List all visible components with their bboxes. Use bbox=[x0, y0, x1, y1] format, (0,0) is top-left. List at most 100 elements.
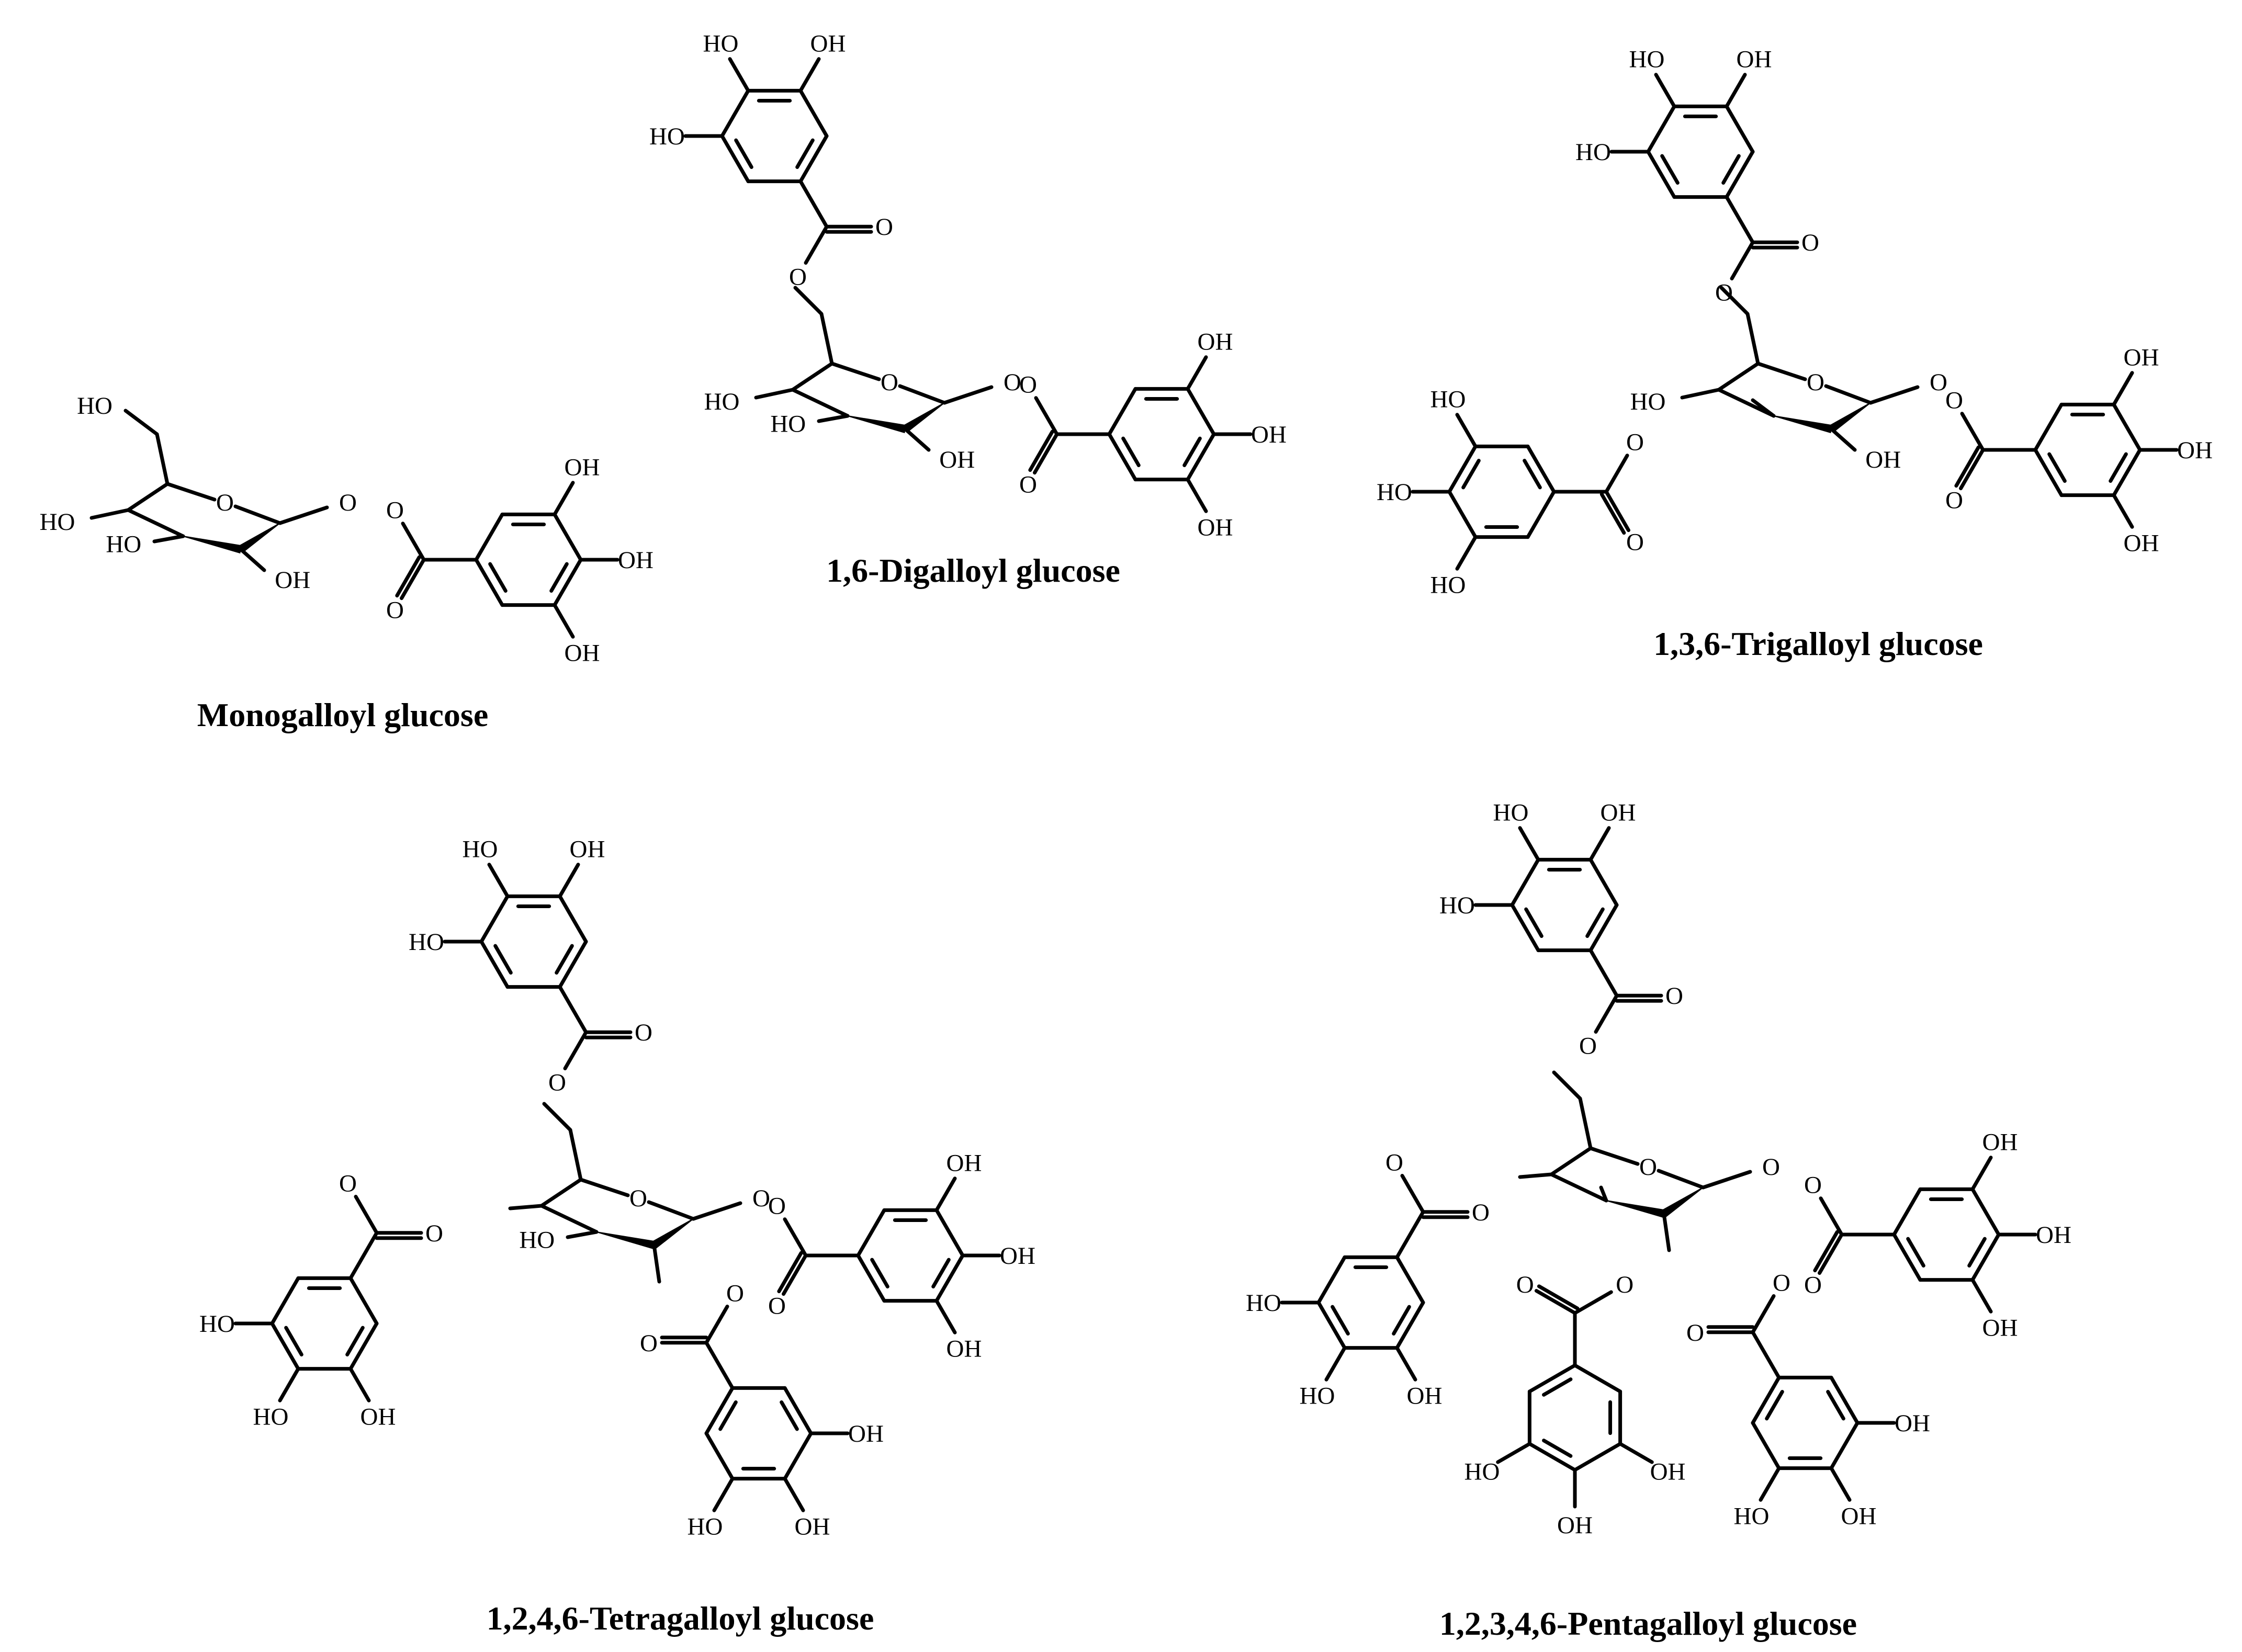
ring-bond bbox=[348, 1321, 379, 1371]
hydroxyl-label: OH bbox=[618, 547, 654, 574]
aromatic-double-bond bbox=[1721, 154, 1741, 185]
ring-bond bbox=[1892, 1232, 1922, 1282]
hydroxyl-bond bbox=[934, 1299, 957, 1334]
ring-bond bbox=[1526, 490, 1556, 539]
hydroxyl-bond bbox=[2112, 371, 2134, 406]
ring-bond bbox=[1186, 387, 1216, 436]
carbonyl-bond bbox=[400, 558, 426, 601]
hydroxyl-bond bbox=[1680, 388, 1721, 400]
hydroxyl-label: HO bbox=[703, 30, 739, 57]
wedge-bond bbox=[1606, 1200, 1665, 1218]
ring-bond bbox=[704, 1431, 735, 1481]
ester-bond bbox=[1604, 454, 1629, 494]
ring-bond bbox=[1892, 1187, 1922, 1237]
ring-bond bbox=[2033, 448, 2064, 497]
ring-bond bbox=[553, 558, 583, 607]
c6-bond bbox=[155, 432, 170, 486]
ester-bond bbox=[354, 1195, 379, 1235]
ring-bond bbox=[553, 512, 583, 562]
hydroxyl-label: HO bbox=[409, 929, 444, 956]
hydroxyl-bond bbox=[123, 409, 159, 436]
aromatic-double-bond bbox=[1523, 459, 1542, 490]
c3-ester-bond bbox=[1751, 398, 1776, 418]
ring-bond bbox=[1510, 903, 1540, 953]
pyranose-bond bbox=[1549, 1146, 1593, 1176]
c6-ester-bond bbox=[1719, 286, 1750, 316]
hydroxyl-label: OH bbox=[2177, 437, 2213, 464]
hydroxyl-label: OH bbox=[947, 1336, 982, 1363]
caption-pentagalloyl-glucose: 1,2,3,4,6-Pentagalloyl glucose bbox=[1439, 1605, 1857, 1642]
ester-bond bbox=[704, 1305, 729, 1345]
hydroxyl-label: HO bbox=[77, 392, 112, 420]
hydroxyl-label: OH bbox=[1251, 421, 1287, 448]
aromatic-double-bond bbox=[284, 1326, 303, 1356]
glycosidic-bond bbox=[1868, 385, 1920, 405]
hydroxyl-bond bbox=[239, 547, 266, 572]
hydroxyl-label: HO bbox=[106, 531, 141, 558]
hydroxyl-bond bbox=[783, 1477, 805, 1512]
aromatic-double-bond bbox=[1331, 1305, 1350, 1336]
aromatic-double-bond bbox=[345, 1326, 365, 1356]
carbonyl-bond bbox=[798, 179, 829, 229]
aromatic-double-bond bbox=[1542, 1439, 1573, 1458]
aromatic-double-bond bbox=[931, 1258, 951, 1288]
hydroxyl-bond bbox=[934, 1176, 957, 1212]
hydroxyl-label: OH bbox=[570, 835, 605, 863]
carbonyl-bond bbox=[704, 1341, 735, 1390]
hydroxyl-label: OH bbox=[565, 454, 600, 481]
hydroxyl-label: OH bbox=[2124, 530, 2159, 557]
hydroxyl-bond bbox=[348, 1367, 371, 1402]
pyranose-bond bbox=[830, 361, 881, 381]
wedge-bond bbox=[651, 1218, 694, 1249]
pyranose-bond bbox=[1824, 384, 1873, 405]
hydroxyl-label: HO bbox=[253, 1404, 289, 1431]
c6-bond bbox=[819, 312, 834, 366]
c2-ester-bond bbox=[1662, 1212, 1671, 1252]
aromatic-double-bond bbox=[780, 1400, 799, 1431]
anomeric-oxygen-label: O bbox=[1004, 369, 1021, 396]
ring-bond bbox=[270, 1276, 300, 1326]
aromatic-double-bond bbox=[1461, 459, 1481, 490]
hydroxyl-label: HO bbox=[519, 1227, 555, 1254]
ring-bond bbox=[270, 1321, 300, 1371]
wedge-bond bbox=[1828, 402, 1871, 433]
ring-bond bbox=[856, 1253, 886, 1303]
pyranose-bond bbox=[898, 384, 947, 405]
hydroxyl-bond bbox=[712, 1477, 735, 1512]
hydroxyl-label: OH bbox=[565, 640, 600, 667]
hydroxyl-label: HO bbox=[1493, 799, 1529, 826]
ester-oxygen-label: O bbox=[386, 497, 404, 524]
hydroxyl-bond bbox=[2112, 493, 2134, 529]
hydroxyl-bond bbox=[1324, 1346, 1347, 1382]
ring-bond bbox=[1725, 150, 1755, 199]
aromatic-double-bond bbox=[1542, 1377, 1573, 1397]
hydroxyl-bond bbox=[1725, 73, 1747, 108]
hydroxyl-label: HO bbox=[649, 123, 685, 150]
ester-bond bbox=[1960, 412, 1985, 452]
carbonyl-bond bbox=[348, 1231, 379, 1280]
ring-bond bbox=[1510, 857, 1540, 907]
ring-oxygen-label: O bbox=[881, 369, 898, 396]
hydroxyl-label: OH bbox=[947, 1149, 982, 1176]
aromatic-double-bond bbox=[493, 944, 513, 975]
hydroxyl-bond bbox=[487, 863, 510, 898]
ester-oxygen-label: O bbox=[1385, 1149, 1403, 1176]
ester-bond bbox=[1400, 1174, 1425, 1214]
anomeric-oxygen-label: O bbox=[1930, 369, 1947, 396]
hydroxyl-bond bbox=[1970, 1278, 1993, 1314]
ring-oxygen-label: O bbox=[216, 489, 234, 516]
c4-ester-bond bbox=[508, 1204, 544, 1210]
ring-bond bbox=[558, 894, 588, 944]
hydroxyl-bond bbox=[1455, 413, 1478, 448]
ring-bond bbox=[1646, 150, 1676, 199]
hydroxyl-label: HO bbox=[1629, 46, 1665, 73]
pyranose-bond bbox=[647, 1200, 695, 1221]
ester-oxygen-label: O bbox=[1773, 1270, 1790, 1297]
hydroxyl-bond bbox=[1518, 826, 1540, 862]
aromatic-double-bond bbox=[2047, 452, 2067, 483]
hydroxyl-label: OH bbox=[810, 30, 846, 57]
c2-ester-bond bbox=[652, 1243, 661, 1284]
hydroxyl-bond bbox=[278, 1367, 300, 1402]
c6-ester-bond bbox=[793, 286, 824, 316]
